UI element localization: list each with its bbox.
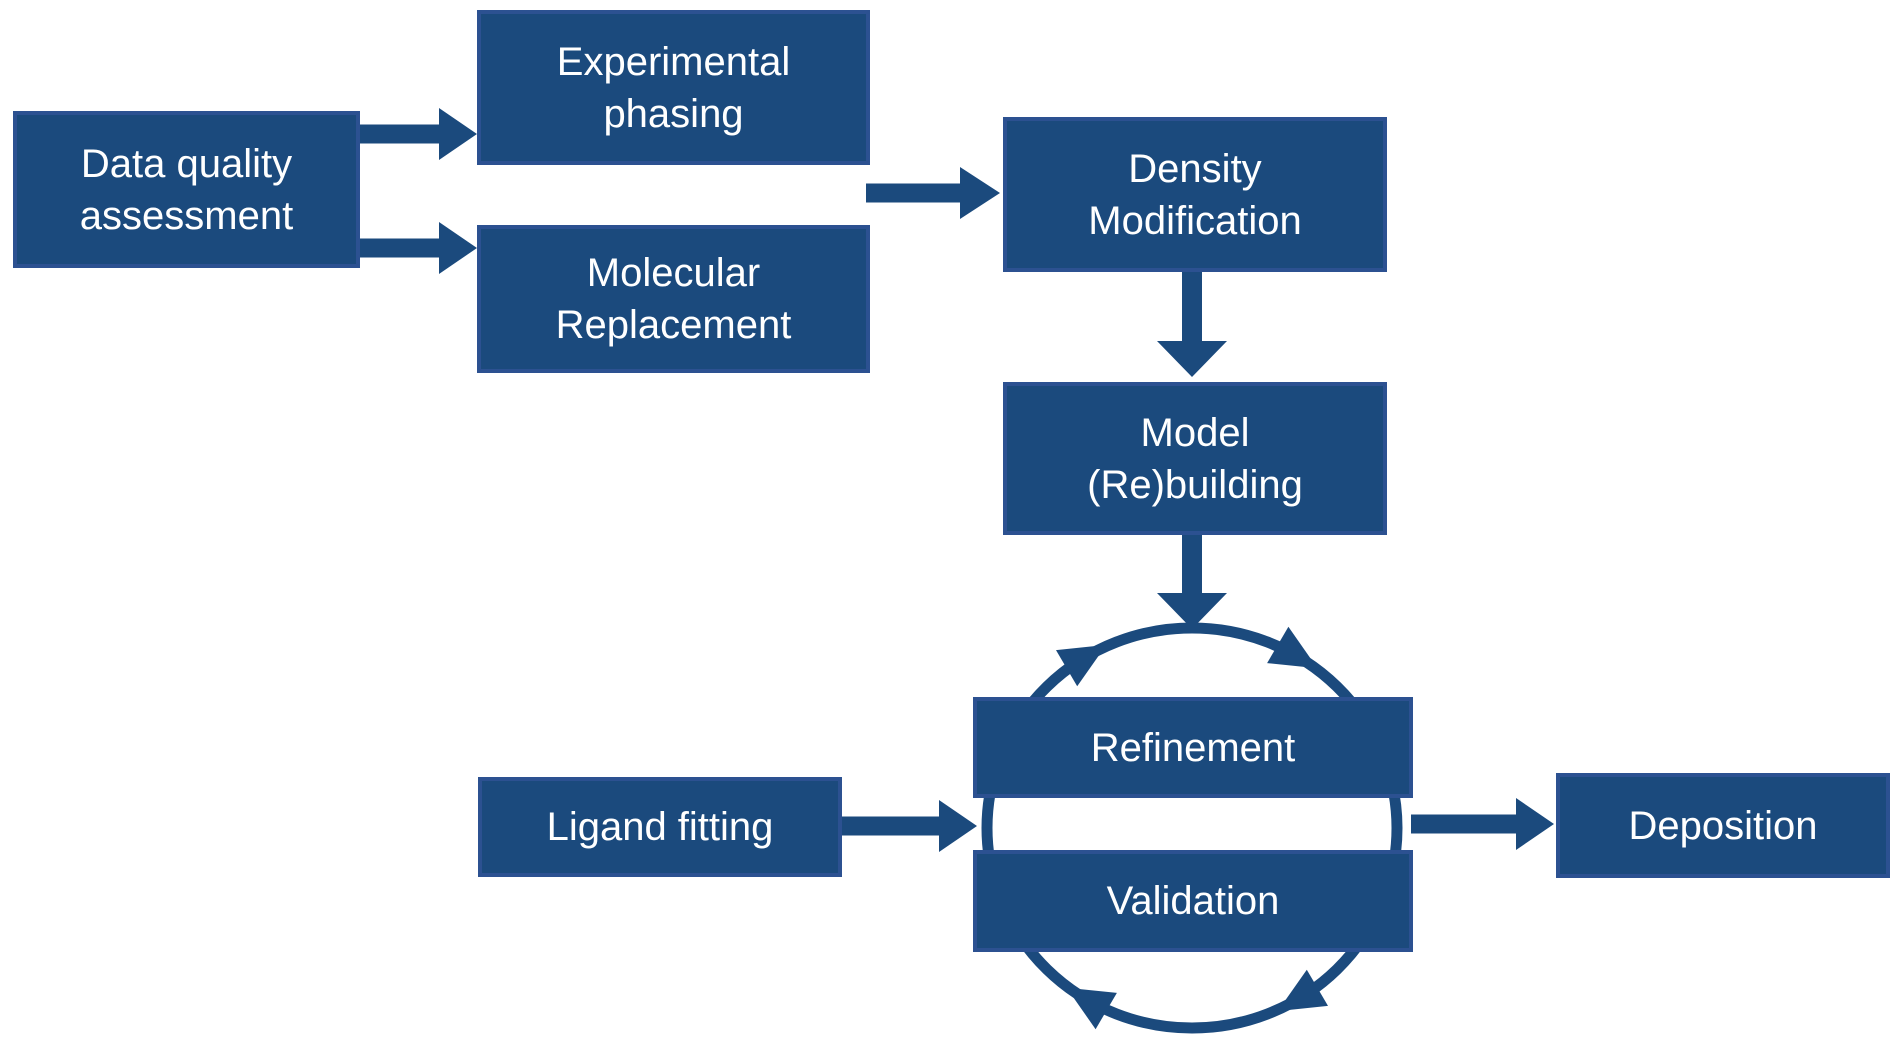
node-refinement: Refinement <box>973 697 1413 798</box>
node-model-rebuilding: Model (Re)building <box>1003 382 1387 535</box>
node-label-line: assessment <box>79 193 294 238</box>
cycle-arrowhead-3 <box>1066 987 1117 1030</box>
node-label-line: Ligand fitting <box>546 805 774 849</box>
node-deposition: Deposition <box>1556 773 1890 878</box>
node-label-line: Density <box>1128 146 1262 191</box>
node-label-line: phasing <box>603 91 744 136</box>
node-experimental-phasing: Experimental phasing <box>477 10 870 165</box>
node-label-line: Validation <box>1106 879 1280 923</box>
node-label-line: Experimental <box>556 39 791 84</box>
arrow-density-modification-to-model-rebuilding <box>1157 272 1227 377</box>
arrow-phasing-gap-to-density-modification <box>866 167 1000 219</box>
cycle-arrowhead-0 <box>1056 644 1107 687</box>
node-label-line: Deposition <box>1628 803 1818 848</box>
node-label-line: Refinement <box>1090 725 1296 770</box>
arrow-ligand-fitting-to-cycle <box>842 800 977 852</box>
node-label-line: Data quality <box>80 141 293 186</box>
arrow-data-quality-to-molecular-replacement <box>360 222 477 274</box>
cycle-arrowhead-1 <box>1267 626 1318 669</box>
node-validation: Validation <box>973 850 1413 952</box>
node-data-quality-assessment: Data quality assessment <box>13 111 360 268</box>
node-label-line: (Re)building <box>1087 462 1303 507</box>
arrow-model-rebuilding-to-cycle <box>1157 535 1227 629</box>
node-label-line: Molecular <box>586 251 761 295</box>
node-label-line: Replacement <box>555 303 792 347</box>
node-ligand-fitting: Ligand fitting <box>478 777 842 877</box>
arrow-cycle-to-deposition <box>1411 798 1554 850</box>
arrow-data-quality-to-experimental-phasing <box>360 108 477 160</box>
node-label-line: Modification <box>1088 198 1302 243</box>
node-label-line: Model <box>1140 410 1250 455</box>
cycle-arrowhead-2 <box>1277 969 1328 1012</box>
